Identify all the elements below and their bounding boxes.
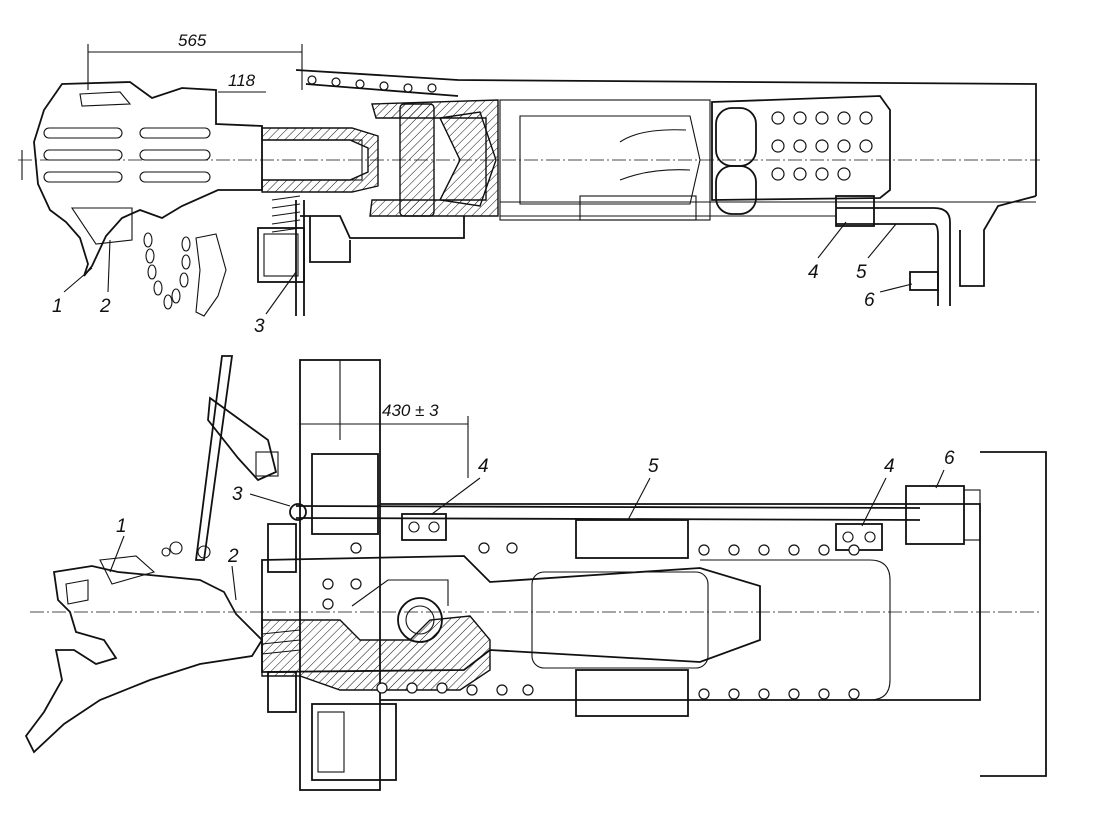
top-callout-6: 6 xyxy=(864,290,875,311)
dim-430-label: 430 ± 3 xyxy=(382,401,439,420)
bottom-leaders xyxy=(109,469,945,601)
uncoupling-spring-top xyxy=(257,195,305,316)
bottom-view: 430 ± 3 xyxy=(24,355,1047,791)
housing-bottom xyxy=(380,451,1047,777)
coupler-head-top xyxy=(33,81,263,277)
top-callout-2: 2 xyxy=(99,296,111,317)
bottom-callout-4b: 4 xyxy=(884,456,895,477)
bottom-callout-2: 2 xyxy=(227,546,239,567)
chain-top xyxy=(143,232,227,317)
top-view: 565 118 xyxy=(18,31,1040,337)
dim-565: 565 xyxy=(87,31,303,90)
dim-430: 430 ± 3 xyxy=(300,401,469,478)
rivets-bottom-lower xyxy=(376,682,860,700)
uncoupling-lever-bottom xyxy=(194,355,279,561)
shank-bottom xyxy=(261,555,761,691)
bottom-callout-5: 5 xyxy=(648,456,659,477)
bottom-callout-4a: 4 xyxy=(478,456,489,477)
rod-bracket-right xyxy=(835,523,883,551)
dim-118: 118 xyxy=(218,71,266,93)
top-callout-3: 3 xyxy=(254,316,265,337)
draft-gear-top xyxy=(295,69,1037,263)
rod-bottom xyxy=(289,485,981,545)
dim-565-label: 565 xyxy=(178,31,207,50)
rod-bracket-left xyxy=(401,513,447,541)
rivet-row-top xyxy=(307,75,437,93)
bottom-callout-1: 1 xyxy=(116,516,127,537)
coupler-shank-top xyxy=(261,127,379,193)
top-callout-1: 1 xyxy=(52,296,63,317)
bottom-callout-3: 3 xyxy=(232,484,243,505)
rivets-bottom-mid xyxy=(322,542,362,610)
uncoupling-rod-top xyxy=(835,195,1037,306)
spring-bottom xyxy=(261,523,301,713)
top-callout-5: 5 xyxy=(856,262,867,283)
side-plate-top xyxy=(711,95,891,215)
top-callout-4: 4 xyxy=(808,262,819,283)
bottom-callout-6: 6 xyxy=(944,448,955,469)
end-sill-bottom xyxy=(299,359,397,791)
rivets-bottom-upper xyxy=(478,542,860,556)
dim-118-label: 118 xyxy=(228,71,256,90)
top-leaders xyxy=(63,221,913,315)
coupler-head-bottom xyxy=(24,541,264,754)
